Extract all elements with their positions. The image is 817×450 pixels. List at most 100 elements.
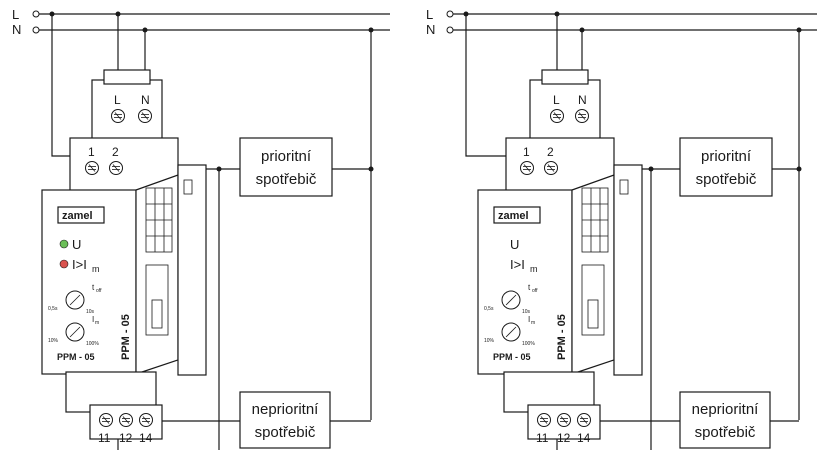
nonpriority-load-box: neprioritní spotřebič	[679, 391, 771, 449]
terminal-screw-l	[111, 109, 125, 123]
brand-logo: zamel	[498, 210, 529, 222]
terminal-label-1: 1	[88, 145, 95, 159]
knob-im-sub: m	[531, 320, 535, 326]
terminal-label-11: 11	[536, 431, 549, 445]
led-current-icon	[59, 259, 69, 269]
live-label: L	[12, 7, 19, 22]
neutral-terminal-symbol	[446, 26, 454, 34]
knob-toff[interactable]: t off 0,5s 10s	[48, 283, 102, 315]
terminal-screw-1	[520, 161, 534, 175]
nonpriority-load-label-line1: neprioritní	[252, 401, 320, 418]
brand-logo: zamel	[62, 210, 93, 222]
knob-im[interactable]: I m 10% 100%	[48, 315, 99, 347]
knob-im-max: 100%	[522, 341, 535, 347]
model-label-side: PPM - 05	[556, 314, 568, 360]
panel-right: L N	[426, 7, 817, 450]
terminal-label-12: 12	[119, 431, 133, 445]
panel-left: L N	[12, 7, 390, 450]
junction-dot	[216, 166, 222, 172]
model-label-front: PPM - 05	[57, 352, 95, 362]
knob-im-label: I	[528, 315, 530, 324]
knob-toff-min: 0,5s	[484, 306, 494, 312]
live-terminal-symbol	[32, 10, 40, 18]
nonpriority-load-label-line1: neprioritní	[692, 401, 760, 418]
junction-dot	[368, 166, 374, 172]
side-info-table	[145, 179, 193, 336]
wire-live-to-input	[51, 14, 92, 157]
terminal-screw-2	[544, 161, 558, 175]
terminal-screw-12	[557, 413, 571, 427]
knob-toff-sub: off	[96, 288, 102, 294]
knob-im-max: 100%	[86, 341, 99, 347]
terminal-label-l: L	[114, 93, 121, 107]
terminal-label-n: N	[141, 93, 150, 107]
brand-logo-frame	[57, 206, 105, 224]
device-top-cap	[103, 69, 151, 85]
led-voltage-label: U	[72, 237, 81, 252]
priority-load-box: prioritní spotřebič	[679, 137, 773, 197]
knob-im-label: I	[92, 315, 94, 324]
knob-toff-label: t	[528, 283, 531, 292]
live-terminal-symbol	[446, 10, 454, 18]
nonpriority-load-label-line2: spotřebič	[695, 424, 756, 441]
led-voltage-label: U	[510, 237, 519, 252]
priority-load-box: prioritní spotřebič	[239, 137, 333, 197]
terminal-label-14: 14	[139, 431, 153, 445]
priority-load-label-line1: prioritní	[261, 148, 312, 165]
terminal-label-1: 1	[523, 145, 530, 159]
relay-device: L N 1 2 11 12 14 zamel U I>I m	[41, 69, 207, 445]
knob-toff-label: t	[92, 283, 95, 292]
terminal-label-12: 12	[557, 431, 571, 445]
device-rail-clip	[613, 164, 643, 376]
priority-load-label-line2: spotřebič	[256, 171, 317, 188]
terminal-screw-14	[577, 413, 591, 427]
relay-device: L N 1 2 11 12 14 zamel U I>I m t off 0,5…	[477, 69, 643, 445]
junction-dot	[648, 166, 654, 172]
device-top-cap	[541, 69, 589, 85]
led-current-label: I>I	[510, 257, 525, 272]
knob-im-sub: m	[95, 320, 99, 326]
terminal-label-11: 11	[98, 431, 111, 445]
knob-im-min: 10%	[48, 338, 59, 344]
live-label: L	[426, 7, 433, 22]
nonpriority-load-box: neprioritní spotřebič	[239, 391, 331, 449]
device-top-block	[529, 79, 601, 141]
terminal-label-l: L	[553, 93, 560, 107]
terminal-label-2: 2	[547, 145, 554, 159]
terminal-label-n: N	[578, 93, 587, 107]
neutral-label: N	[426, 22, 435, 37]
wire-live-to-input	[465, 14, 527, 157]
junction-dot	[796, 166, 802, 172]
model-label-side: PPM - 05	[120, 314, 132, 360]
device-rail-clip	[177, 164, 207, 376]
nonpriority-load-label-line2: spotřebič	[255, 424, 316, 441]
knob-im[interactable]: I m 10% 100%	[484, 315, 535, 347]
terminal-screw-11	[537, 413, 551, 427]
brand-logo-frame	[493, 206, 541, 224]
terminal-screw-12	[119, 413, 133, 427]
priority-load-label-line2: spotřebič	[696, 171, 757, 188]
led-current-label: I>I	[72, 257, 87, 272]
model-label-front: PPM - 05	[493, 352, 531, 362]
led-current-sub: m	[530, 264, 538, 274]
terminal-label-2: 2	[112, 145, 119, 159]
terminal-label-14: 14	[577, 431, 591, 445]
terminal-screw-2	[109, 161, 123, 175]
terminal-screw-n	[575, 109, 589, 123]
knob-toff[interactable]: t off 0,5s 10s	[484, 283, 538, 315]
priority-load-label-line1: prioritní	[701, 148, 752, 165]
knob-im-min: 10%	[484, 338, 495, 344]
terminal-screw-l	[550, 109, 564, 123]
terminal-screw-11	[99, 413, 113, 427]
neutral-terminal-symbol	[32, 26, 40, 34]
terminal-screw-n	[138, 109, 152, 123]
side-info-table	[581, 179, 629, 336]
knob-toff-sub: off	[532, 288, 538, 294]
led-voltage-icon	[59, 239, 69, 249]
knob-toff-min: 0,5s	[48, 306, 58, 312]
terminal-screw-14	[139, 413, 153, 427]
device-top-block	[91, 79, 163, 141]
led-current-sub: m	[92, 264, 100, 274]
knob-toff-max: 10s	[522, 309, 531, 315]
